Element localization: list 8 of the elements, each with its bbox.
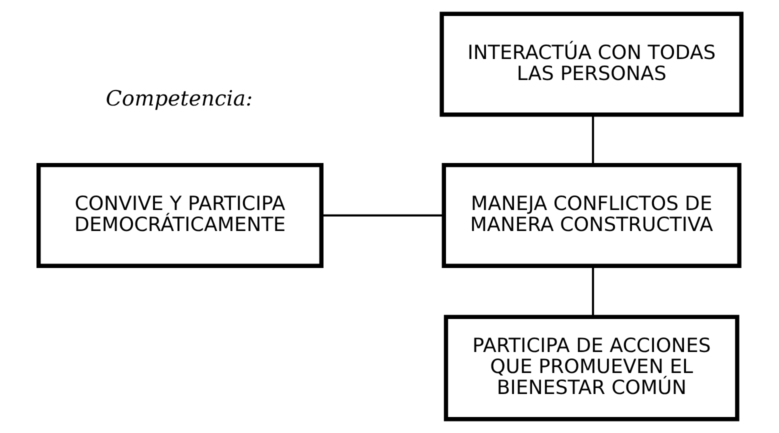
node-box: CONVIVE Y PARTICIPA DEMOCRÁTICAMENTE	[36, 162, 323, 268]
node-box: MANEJA CONFLICTOS DE MANERA CONSTRUCTIVA	[441, 162, 741, 268]
node-box: PARTICIPA DE ACCIONES QUE PROMUEVEN EL BIENESTAR COMÚN	[443, 314, 739, 422]
connector	[591, 266, 594, 317]
label: Competencia:	[105, 86, 252, 111]
node-box: INTERACTÚA CON TODAS LAS PERSONAS	[439, 12, 743, 117]
connector	[321, 214, 444, 216]
connector	[591, 115, 594, 165]
